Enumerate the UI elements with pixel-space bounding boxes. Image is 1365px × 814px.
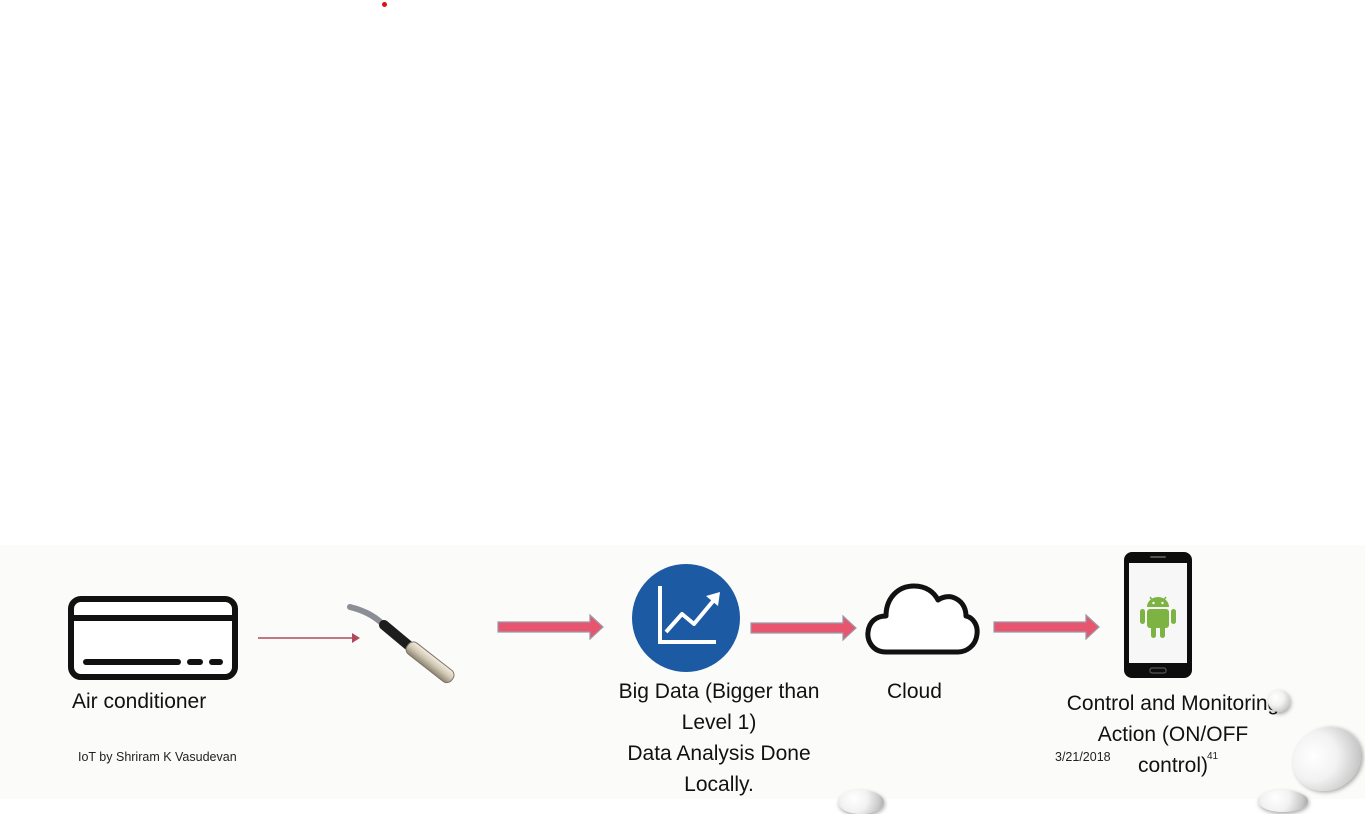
cloud-label: Cloud: [887, 680, 942, 703]
arrow-3: [993, 613, 1100, 641]
temperature-sensor-icon: [347, 604, 455, 684]
air-conditioner-icon: [68, 596, 238, 680]
water-drop-decoration: [838, 790, 884, 814]
air-conditioner-label: Air conditioner: [72, 690, 207, 713]
control-label-line-1: Control and Monitoring: [1066, 692, 1280, 715]
big-data-label-line-2: Level 1): [681, 711, 757, 734]
big-data-label-line-3: Data Analysis Done: [627, 742, 811, 765]
water-drop-decoration: [1258, 790, 1308, 812]
big-data-label-line-4: Locally.: [684, 773, 754, 796]
water-drop-decoration: [1268, 690, 1290, 712]
footer-date: 3/21/2018: [1055, 750, 1111, 764]
control-label-line-2: Action (ON/OFF: [1097, 723, 1249, 746]
cloud-icon: [865, 583, 980, 655]
android-logo-icon: [1140, 596, 1176, 638]
control-label: Control and Monitoring Action (ON/OFF co…: [1054, 688, 1292, 781]
footer-author: IoT by Shriram K Vasudevan: [78, 750, 237, 764]
arrow-2: [750, 614, 857, 642]
analytics-chart-icon: [632, 564, 740, 672]
arrow-1: [497, 613, 604, 641]
thin-arrow: [258, 633, 360, 643]
big-data-label-line-1: Big Data (Bigger than: [618, 680, 820, 703]
footer-page-number: 41: [1207, 751, 1219, 762]
laser-pointer-dot: [382, 2, 387, 7]
big-data-label: Big Data (Bigger than Level 1) Data Anal…: [608, 676, 830, 800]
control-label-line-3: control): [1137, 754, 1209, 777]
